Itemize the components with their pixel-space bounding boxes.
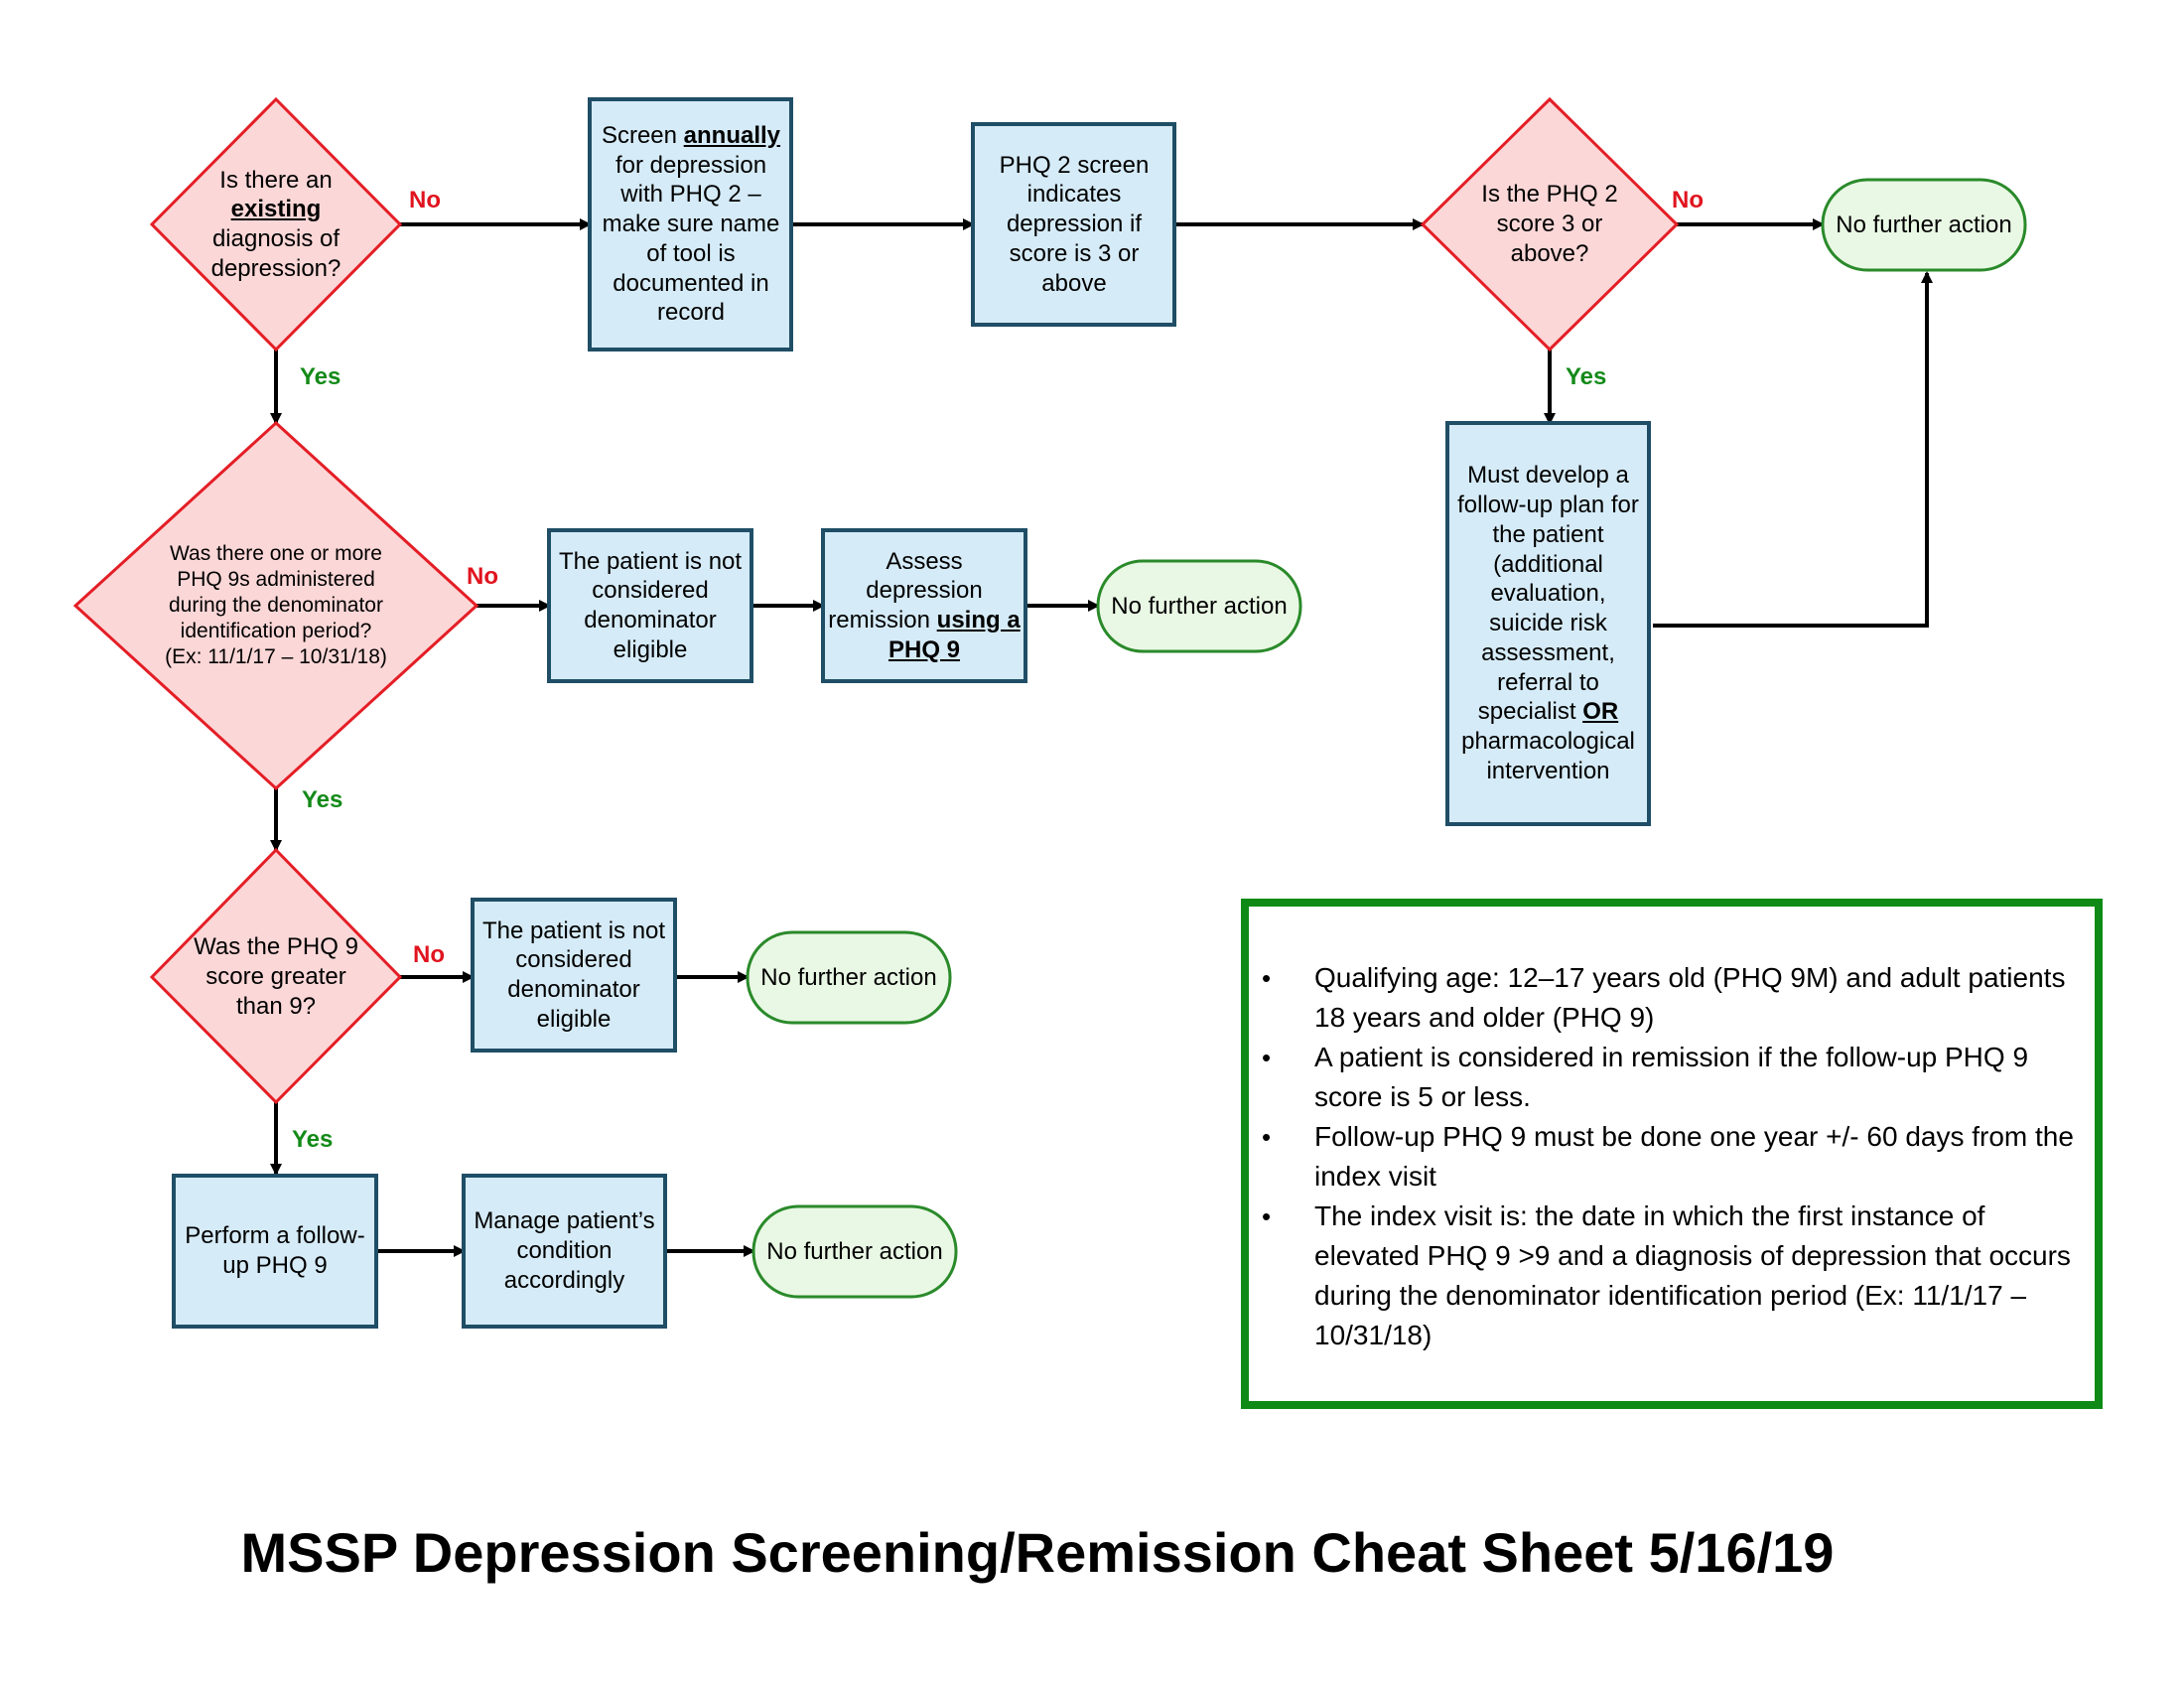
process-p3-shape (547, 528, 753, 683)
edge-label-d4-no: No (1672, 187, 1704, 213)
terminal-t2-shape (1096, 559, 1302, 653)
edge-label-d2-no: No (467, 563, 498, 590)
terminal-t3: No further action (760, 963, 937, 991)
decision-d1-shape (149, 96, 403, 352)
process-p7: Must develop a follow-up plan for the pa… (1457, 462, 1639, 784)
process-p5: The patient is not considered denominato… (481, 916, 666, 1033)
terminal-t2: No further action (1111, 592, 1288, 620)
note-item: Follow-up PHQ 9 must be done one year +/… (1249, 1117, 2075, 1196)
edge-label-d1-yes: Yes (300, 363, 341, 390)
decision-d2-shape (72, 420, 479, 791)
terminal-t4: No further action (766, 1237, 943, 1265)
process-p7-shape (1445, 421, 1651, 826)
edge-label-d4-yes: Yes (1566, 363, 1607, 390)
process-p6-shape (172, 1174, 378, 1329)
decision-d4: Is the PHQ 2 score 3 or above? (1481, 181, 1618, 267)
process-p8: Manage patient’s condition accordingly (474, 1207, 655, 1294)
decision-d2: Was there one or more PHQ 9s administere… (165, 541, 387, 669)
note-item: The index visit is: the date in which th… (1249, 1196, 2075, 1355)
edge-label-d1-no: No (409, 187, 441, 213)
note-item: Qualifying age: 12–17 years old (PHQ 9M)… (1249, 958, 2075, 1038)
process-p8-shape (462, 1174, 667, 1329)
terminal-t4-shape (751, 1204, 958, 1299)
page-title: MSSP Depression Screening/Remission Chea… (240, 1521, 1835, 1584)
decision-d3-shape (149, 847, 403, 1105)
notes-panel: Qualifying age: 12–17 years old (PHQ 9M)… (1241, 899, 2103, 1409)
terminal-t3-shape (746, 930, 952, 1025)
process-p1-shape (588, 97, 793, 352)
process-p5-shape (471, 898, 677, 1053)
decision-d3: Was the PHQ 9 score greater than 9? (194, 933, 358, 1020)
process-p1: Screen annually for depression with PHQ … (601, 121, 781, 327)
note-item: A patient is considered in remission if … (1249, 1038, 2075, 1117)
decision-d4-shape (1420, 96, 1680, 352)
process-p4: Assess depression remission using a PHQ … (828, 547, 1021, 663)
process-p4-shape (821, 528, 1027, 683)
notes-list: Qualifying age: 12–17 years old (PHQ 9M)… (1249, 958, 2075, 1355)
edge-label-d2-yes: Yes (302, 786, 343, 813)
edge-label-d3-yes: Yes (292, 1126, 334, 1153)
edge-p7-t1 (1653, 271, 1933, 628)
edge-label-d3-no: No (413, 941, 445, 968)
process-p6: Perform a follow-up PHQ 9 (185, 1222, 365, 1279)
terminal-t1: No further action (1836, 211, 2012, 238)
process-p3: The patient is not considered denominato… (558, 547, 743, 663)
process-p2: PHQ 2 screen indicates depression if sco… (999, 151, 1150, 297)
process-p2-shape (971, 122, 1176, 327)
terminal-t1-shape (1821, 178, 2027, 272)
